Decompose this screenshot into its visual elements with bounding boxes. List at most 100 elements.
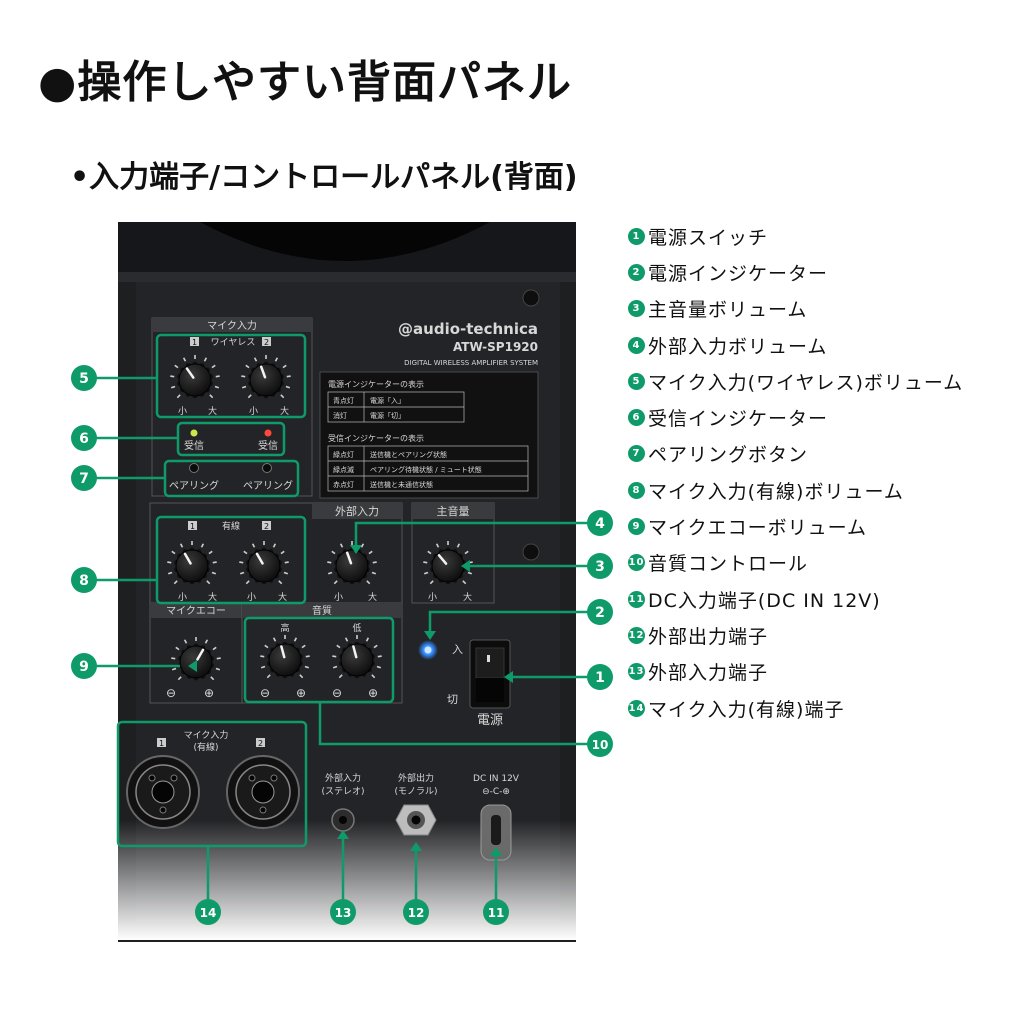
master-volume-knob[interactable] (423, 541, 473, 585)
power-table-title: 電源インジケーターの表示 (328, 379, 424, 389)
svg-text:3: 3 (595, 559, 605, 575)
callout-badge-c12: 12 (403, 899, 429, 925)
number-badge: 13 (628, 663, 645, 681)
pairing-label-1: ペアリング (169, 479, 219, 492)
number-badge: 4 (628, 336, 645, 354)
scale-min-label: 小 (334, 592, 343, 603)
treble-knob[interactable] (260, 635, 310, 679)
xlr-combo-jack-1[interactable] (126, 755, 200, 829)
callout-badge-c2: 2 (587, 599, 613, 625)
callout-badge-c10: 10 (587, 731, 613, 757)
bass-knob[interactable] (332, 635, 382, 679)
xlr-combo-jack-2[interactable] (226, 755, 300, 829)
number-badge: 3 (628, 300, 645, 318)
channel-2-badge: 2 (264, 338, 269, 347)
callout-badge-c4: 4 (587, 510, 613, 536)
channel-1-badge: 1 (192, 338, 197, 347)
number-badge: 14 (628, 699, 645, 717)
dc-input-jack[interactable] (480, 804, 512, 861)
tone-label: 音質 (312, 604, 332, 617)
wireless-ch2-volume-knob[interactable] (241, 355, 291, 399)
number-badge: 9 (628, 518, 645, 536)
callout-badge-c8: 8 (71, 567, 97, 593)
table-cell: 緑点滅 (333, 465, 354, 474)
ext-out-jack-label: 外部出力 (398, 772, 434, 784)
arrowhead (504, 671, 513, 683)
pairing-button-2[interactable] (262, 463, 272, 473)
plus-label: ⊕ (368, 686, 378, 700)
arrowhead (350, 545, 362, 554)
receive-label-1: 受信 (184, 440, 204, 452)
number-badge: 12 (628, 626, 645, 644)
table-cell: 赤点灯 (333, 480, 354, 489)
page-title: ●操作しやすい背面パネル (38, 57, 572, 108)
receive-label-2: 受信 (258, 440, 278, 452)
legend-label: 受信インジケーター (648, 408, 829, 431)
wired-ch2-volume-knob[interactable] (239, 541, 289, 585)
plus-label: ⊕ (296, 686, 306, 700)
model-subtitle: DIGITAL WIRELESS AMPLIFIER SYSTEM (404, 359, 538, 367)
wired-ch1-volume-knob[interactable] (167, 541, 217, 585)
scale-min-label: 小 (247, 592, 256, 603)
callout-badge-c7: 7 (71, 465, 97, 491)
callout-frame-5 (155, 333, 307, 419)
minus-label: ⊖ (260, 686, 270, 700)
pairing-label-2: ペアリング (243, 479, 293, 492)
svg-text:11: 11 (488, 906, 505, 920)
brand-logo: @audio-technica (398, 320, 538, 338)
svg-text:7: 7 (79, 471, 89, 487)
legend-label: 電源インジケーター (648, 262, 829, 285)
scale-min-label: 小 (428, 592, 437, 603)
table-cell: 送信機と未通信状態 (370, 480, 433, 489)
channel-2-badge: 2 (258, 739, 263, 748)
scale-max-label: 大 (463, 591, 472, 603)
number-badge: 5 (628, 372, 645, 390)
pairing-button-1[interactable] (189, 463, 199, 473)
ext-output-jack[interactable] (395, 804, 437, 836)
leader-10 (318, 702, 600, 746)
receive-table-title: 受信インジケーターの表示 (328, 433, 424, 443)
controls-section: 外部入力 1 有線 2 小 大 小 大 小 大 主音量 小 大 マイクエコー ⊖… (149, 502, 495, 704)
legend-label: DC入力端子(DC IN 12V) (648, 589, 881, 612)
wireless-section: マイク入力 1 ワイヤレス 2 小 大 小 大 受信 受信 ペアリング ペアリン… (151, 317, 313, 497)
callout-frame-14 (116, 720, 308, 848)
legend-label: ペアリングボタン (648, 444, 809, 467)
callout-badge-c13: 13 (330, 899, 356, 925)
scale-max-label: 大 (208, 591, 217, 603)
legend-label: マイクエコーボリューム (648, 517, 868, 540)
ext-input-jack[interactable] (331, 808, 355, 832)
wired-label: 有線 (222, 520, 240, 532)
callout-badge-c5: 5 (71, 365, 97, 391)
scale-max-label: 大 (280, 405, 289, 417)
svg-text:9: 9 (79, 659, 89, 675)
table-cell: 緑点灯 (333, 450, 354, 459)
arrowhead (410, 842, 422, 851)
number-badge: 8 (628, 481, 645, 499)
page-subtitle: •入力端子/コントロールパネル(背面) (70, 160, 578, 195)
ext-input-volume-knob[interactable] (327, 541, 377, 585)
callout-badge-c9: 9 (71, 653, 97, 679)
ext-in-jack-label: 外部入力 (325, 772, 361, 784)
legend-label: マイク入力(有線)ボリューム (648, 480, 904, 503)
indicator-legend-plate: 電源インジケーターの表示 青点灯 電源「入」 消灯 電源「切」 受信インジケータ… (319, 371, 539, 499)
scale-min-label: 小 (178, 592, 187, 603)
svg-text:6: 6 (79, 431, 89, 447)
arrowhead (337, 830, 349, 839)
callout-badge-c11: 11 (483, 899, 509, 925)
ext-in-jack-sublabel: (ステレオ) (321, 786, 364, 797)
receive-led-red (264, 429, 272, 437)
wireless-ch1-volume-knob[interactable] (170, 355, 220, 399)
leader-2 (428, 610, 600, 632)
master-volume-label: 主音量 (437, 504, 470, 518)
